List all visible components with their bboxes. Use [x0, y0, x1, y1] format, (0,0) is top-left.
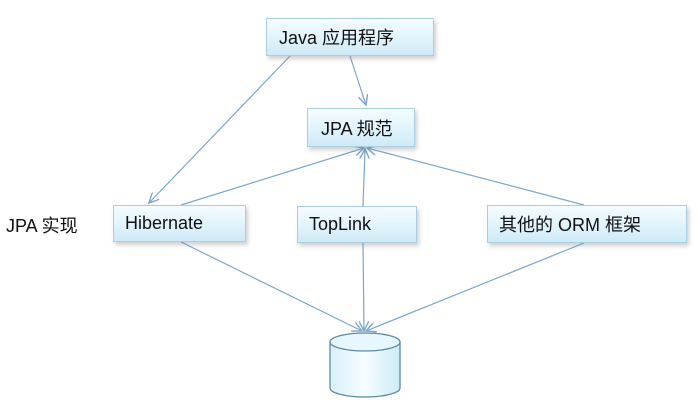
java-application-label: Java 应用程序 [279, 28, 395, 48]
edge-other-orm-to-jpa-spec [367, 148, 585, 206]
database-cylinder-icon [329, 332, 401, 398]
edge-toplink-to-jpa-spec [363, 149, 365, 207]
edge-java-to-hibernate [149, 55, 291, 203]
java-application-node: Java 应用程序 [266, 18, 434, 56]
edge-java-to-jpa-spec [349, 55, 366, 105]
other-orm-node: 其他的 ORM 框架 [487, 205, 687, 243]
jpa-spec-node: JPA 规范 [307, 108, 415, 147]
hibernate-node: Hibernate [113, 205, 246, 242]
edge-other-orm-to-database [366, 242, 585, 331]
edge-toplink-to-database [363, 242, 364, 331]
jpa-spec-label: JPA 规范 [321, 118, 393, 139]
toplink-node: TopLink [297, 206, 417, 243]
edge-hibernate-to-database [180, 241, 362, 331]
other-orm-label: 其他的 ORM 框架 [499, 215, 641, 235]
jpa-implementations-label: JPA 实现 [6, 216, 78, 236]
hibernate-label: Hibernate [125, 213, 204, 233]
edge-hibernate-to-jpa-spec [180, 148, 364, 206]
toplink-label: TopLink [309, 214, 372, 234]
